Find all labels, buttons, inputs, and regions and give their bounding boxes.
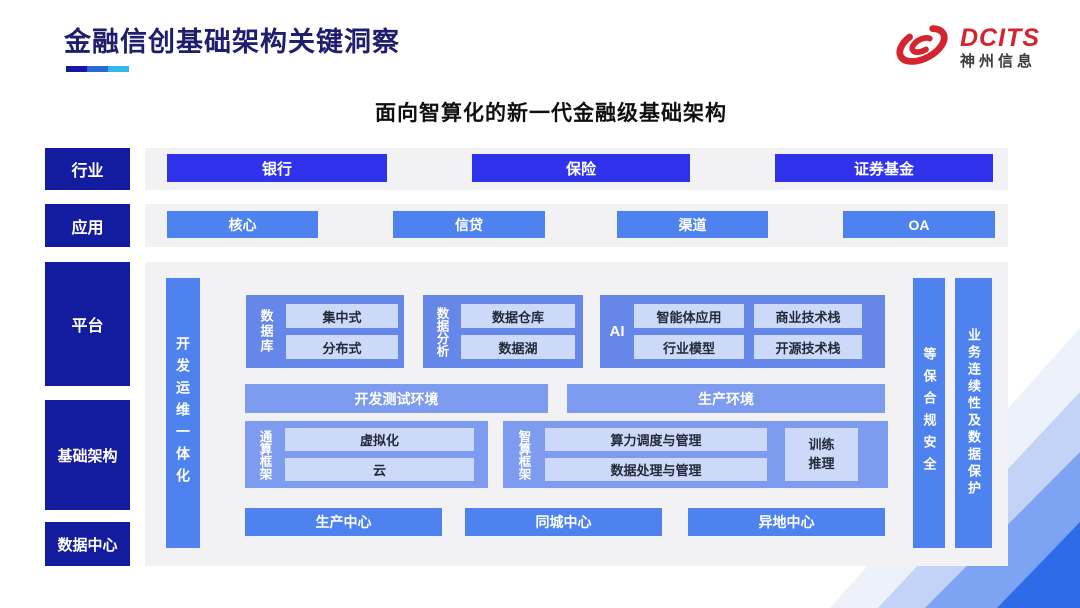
- intelligent-compute-item-scheduling: 算力调度与管理: [545, 428, 767, 451]
- item-label: 算力调度与管理: [610, 433, 702, 448]
- industry-chip-bank: 银行: [167, 154, 387, 182]
- ai-item-opensource-stack: 开源技术栈: [754, 335, 862, 359]
- continuity-dataprotection-bar: 业务连续性及数据保护: [955, 278, 992, 548]
- intelligent-compute-item-dataprocessing: 数据处理与管理: [545, 458, 767, 481]
- chip-label: 同城中心: [535, 514, 592, 530]
- sidebar-label: 数据中心: [57, 536, 118, 554]
- chip-label: OA: [908, 216, 930, 233]
- production-env-bar: 生产环境: [567, 384, 885, 413]
- chip-label: 开发测试环境: [354, 390, 439, 407]
- chip-label: 生产中心: [315, 514, 372, 530]
- general-compute-group: 通算框架 虚拟化 云: [245, 421, 488, 488]
- vbar-label: 等保合规安全: [921, 347, 937, 479]
- center-samecity: 同城中心: [465, 508, 662, 536]
- ai-group-label: AI: [609, 323, 625, 340]
- sidebar-item-application: 应用: [45, 204, 130, 247]
- sidebar-item-datacenter: 数据中心: [45, 522, 130, 566]
- analytics-group-label: 数据分析: [434, 306, 449, 357]
- database-group-label: 数据库: [258, 309, 274, 354]
- item-label: 行业模型: [662, 340, 715, 356]
- ai-item-commercial-stack: 商业技术栈: [754, 304, 862, 328]
- title-underline: [66, 66, 129, 72]
- ai-item-agent-apps: 智能体应用: [634, 304, 744, 328]
- item-label: 分布式: [322, 340, 362, 356]
- chip-label: 银行: [261, 160, 292, 178]
- sidebar-item-platform: 平台: [45, 262, 130, 386]
- item-label: 云: [372, 463, 386, 478]
- application-chip-credit: 信贷: [393, 211, 545, 238]
- database-item-distributed: 分布式: [286, 335, 398, 359]
- item-label: 数据处理与管理: [610, 463, 702, 478]
- page-title: 金融信创基础架构关键洞察: [64, 27, 400, 57]
- analytics-item-lake: 数据湖: [461, 335, 575, 359]
- chip-label: 异地中心: [758, 514, 815, 530]
- chip-label: 证券基金: [853, 160, 914, 178]
- chip-label: 核心: [228, 216, 257, 233]
- chip-label: 生产环境: [698, 390, 754, 407]
- analytics-group: 数据分析 数据仓库 数据湖: [423, 295, 583, 368]
- general-compute-label: 通算框架: [257, 429, 272, 480]
- item-label: 商业技术栈: [775, 309, 841, 325]
- general-compute-item-virtualization: 虚拟化: [285, 428, 474, 451]
- diagram-subtitle: 面向智算化的新一代金融级基础架构: [375, 102, 727, 125]
- intelligent-compute-label: 智算框架: [516, 429, 531, 480]
- sidebar-item-infrastructure: 基础架构: [45, 400, 130, 510]
- center-production: 生产中心: [245, 508, 442, 536]
- item-label: 训练推理: [808, 436, 835, 471]
- ai-item-industry-models: 行业模型: [634, 335, 744, 359]
- sidebar-label: 平台: [71, 318, 104, 335]
- intelligent-compute-group: 智算框架 算力调度与管理 数据处理与管理 训练推理: [503, 421, 888, 488]
- ai-group: AI 智能体应用 商业技术栈 行业模型 开源技术栈: [600, 295, 885, 368]
- database-group: 数据库 集中式 分布式: [246, 295, 404, 368]
- item-label: 虚拟化: [359, 433, 399, 448]
- industry-chip-insurance: 保险: [472, 154, 690, 182]
- intelligent-compute-item-training-inference: 训练推理: [785, 428, 858, 481]
- dcits-swirl-icon: [893, 18, 951, 77]
- vbar-label: 开发运维一体化: [175, 336, 191, 490]
- chip-label: 渠道: [678, 216, 707, 233]
- database-item-centralized: 集中式: [286, 304, 398, 328]
- chip-label: 信贷: [455, 216, 483, 233]
- sidebar-label: 应用: [71, 219, 104, 237]
- application-chip-oa: OA: [843, 211, 995, 238]
- logo-company-text: 神州信息: [960, 53, 1037, 71]
- item-label: 智能体应用: [656, 309, 722, 325]
- application-chip-channel: 渠道: [617, 211, 768, 238]
- general-compute-item-cloud: 云: [285, 458, 474, 481]
- company-logo: DCITS 神州信息: [893, 18, 1040, 77]
- item-label: 集中式: [322, 309, 362, 325]
- application-chip-core: 核心: [167, 211, 318, 238]
- vbar-label: 业务连续性及数据保护: [966, 328, 981, 498]
- logo-brand-text: DCITS: [960, 24, 1040, 52]
- security-compliance-bar: 等保合规安全: [913, 278, 945, 548]
- dev-test-env-bar: 开发测试环境: [245, 384, 548, 413]
- item-label: 数据仓库: [491, 309, 544, 325]
- item-label: 开源技术栈: [775, 340, 841, 356]
- item-label: 数据湖: [498, 340, 538, 356]
- analytics-item-warehouse: 数据仓库: [461, 304, 575, 328]
- sidebar-item-industry: 行业: [45, 148, 130, 190]
- devops-bar: 开发运维一体化: [166, 278, 200, 548]
- chip-label: 保险: [565, 160, 596, 178]
- sidebar-label: 行业: [71, 163, 104, 180]
- industry-chip-securities: 证券基金: [775, 154, 993, 182]
- center-remote: 异地中心: [688, 508, 885, 536]
- sidebar-label: 基础架构: [57, 447, 118, 465]
